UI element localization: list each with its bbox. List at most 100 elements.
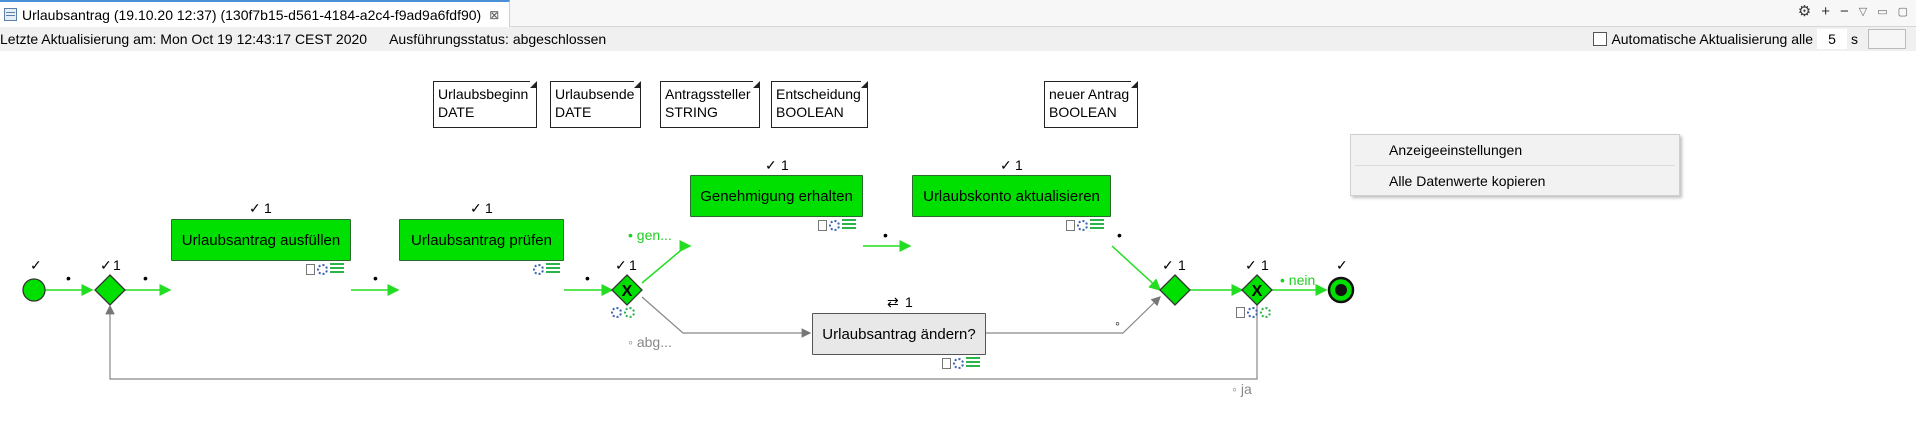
change-counter-value: 1 <box>905 294 913 310</box>
refresh-interval-field[interactable]: 5 <box>1817 29 1847 49</box>
end-check-label: ✓ <box>1336 257 1348 273</box>
xor2-counter-value: 1 <box>1261 257 1269 273</box>
task-urlaubsantrag-pruefen[interactable]: Urlaubsantrag prüfen <box>399 219 564 261</box>
flow-change-join <box>986 296 1161 334</box>
task-genehmigung-erhalten[interactable]: Genehmigung erhalten <box>690 175 863 217</box>
service-icon <box>953 357 964 369</box>
service-icon <box>533 263 544 275</box>
change-task-icons <box>942 357 980 369</box>
process-diagram-edges: X X <box>22 240 1355 380</box>
update-task-icons <box>1066 219 1104 231</box>
xor-counter-check: ✓ <box>615 257 627 273</box>
document-icon <box>306 263 315 275</box>
start-event <box>22 278 46 302</box>
service-icon <box>1077 219 1088 231</box>
context-menu: Anzeigeeinstellungen Alle Datenwerte kop… <box>1350 134 1680 196</box>
menu-item-datenwerte-kopieren[interactable]: Alle Datenwerte kopieren <box>1389 173 1546 189</box>
tab-title: Urlaubsantrag (19.10.20 12:37) (130f7b15… <box>22 6 482 23</box>
join-counter-check: ✓ <box>1162 257 1174 273</box>
minus-icon[interactable]: − <box>1839 3 1849 20</box>
auto-refresh-control: Automatische Aktualisierung alle 5 s <box>1593 28 1906 50</box>
token-dot-1: • <box>66 270 71 286</box>
check-counter-value: 1 <box>485 200 493 216</box>
xor-gateway-new-request <box>1241 274 1273 306</box>
close-icon[interactable]: ⊠ <box>489 7 500 22</box>
xor-gateway-decision <box>611 274 643 306</box>
add-icon[interactable]: + <box>1821 3 1830 20</box>
document-icon <box>1066 219 1075 231</box>
join-gateway <box>1159 274 1191 306</box>
xor2-icons <box>1236 307 1271 318</box>
token-dot-6: • <box>1117 227 1122 243</box>
flow-xor-change <box>641 296 812 338</box>
maximize-icon[interactable]: ▢ <box>1897 6 1908 18</box>
xor2-counter-check: ✓ <box>1245 257 1257 273</box>
approve-counter-value: 1 <box>781 157 789 173</box>
execution-status-text: Ausführungsstatus: abgeschlossen <box>389 31 607 47</box>
view-menu-icon[interactable]: ▽ <box>1858 6 1868 18</box>
update-counter-value: 1 <box>1015 157 1023 173</box>
minimize-icon[interactable]: ▭ <box>1877 6 1888 18</box>
check-counter-check: ✓ <box>470 200 482 216</box>
data-list-icon <box>330 263 344 275</box>
merge-gateway <box>94 274 126 306</box>
auto-refresh-checkbox[interactable] <box>1593 32 1608 46</box>
approve-task-icons <box>818 219 856 231</box>
change-loop-icon: ⇄ <box>887 294 899 310</box>
svg-text:X: X <box>1252 283 1263 300</box>
view-toolbar: ⚙ + − ▽ ▭ ▢ <box>1798 4 1908 20</box>
merge-counter-value: 1 <box>113 257 121 273</box>
check-task-icons <box>533 263 560 275</box>
document-icon <box>942 357 951 369</box>
merge-counter-check: ✓ <box>100 257 112 273</box>
token-hollow-change: ◦ <box>1115 315 1120 331</box>
process-instance-icon <box>4 8 17 21</box>
token-dot-4: • <box>585 270 590 286</box>
xor-counter-value: 1 <box>629 257 637 273</box>
fill-task-icons <box>306 263 344 275</box>
auto-refresh-label: Automatische Aktualisierung alle <box>1611 31 1813 47</box>
condition-icon <box>624 307 635 318</box>
data-list-icon <box>1090 219 1104 231</box>
service-icon <box>317 263 328 275</box>
flow-label-genehmigt: • gen... <box>628 227 672 243</box>
update-counter-check: ✓ <box>1000 157 1012 173</box>
condition-icon <box>1260 307 1271 318</box>
task-urlaubsantrag-aendern[interactable]: Urlaubsantrag ändern? <box>812 313 986 355</box>
fill-counter-value: 1 <box>264 200 272 216</box>
service-icon <box>829 219 840 231</box>
service-icon <box>1247 307 1258 318</box>
document-icon <box>818 219 827 231</box>
data-list-icon <box>842 219 856 231</box>
menu-separator <box>1355 165 1675 166</box>
fill-counter-check: ✓ <box>249 200 261 216</box>
join-counter-value: 1 <box>1178 257 1186 273</box>
flow-label-abgelehnt: ◦ abg... <box>628 334 672 350</box>
refresh-interval-spinner[interactable] <box>1868 29 1906 49</box>
flow-label-ja: ◦ ja <box>1232 381 1252 397</box>
refresh-interval-unit: s <box>1851 31 1858 47</box>
editor-tab-bar: Urlaubsantrag (19.10.20 12:37) (130f7b15… <box>0 0 1916 27</box>
flow-ja-loop <box>105 304 1258 380</box>
data-list-icon <box>546 263 560 275</box>
task-urlaubskonto-aktualisieren[interactable]: Urlaubskonto aktualisieren <box>912 175 1111 217</box>
flow-update-join <box>1111 245 1162 292</box>
menu-item-anzeigeeinstellungen[interactable]: Anzeigeeinstellungen <box>1389 142 1523 158</box>
approve-counter-check: ✓ <box>765 157 777 173</box>
xor-icons <box>611 307 635 318</box>
flow-xor-approve <box>641 240 692 284</box>
task-urlaubsantrag-ausfuellen[interactable]: Urlaubsantrag ausfüllen <box>171 219 351 261</box>
editor-tab[interactable]: Urlaubsantrag (19.10.20 12:37) (130f7b15… <box>0 0 511 27</box>
token-dot-3: • <box>373 270 378 286</box>
flow-label-nein: • nein <box>1280 272 1316 288</box>
settings-icon[interactable]: ⚙ <box>1797 3 1812 20</box>
token-dot-2: • <box>143 270 148 286</box>
service-icon <box>611 307 622 318</box>
token-dot-5: • <box>883 227 888 243</box>
